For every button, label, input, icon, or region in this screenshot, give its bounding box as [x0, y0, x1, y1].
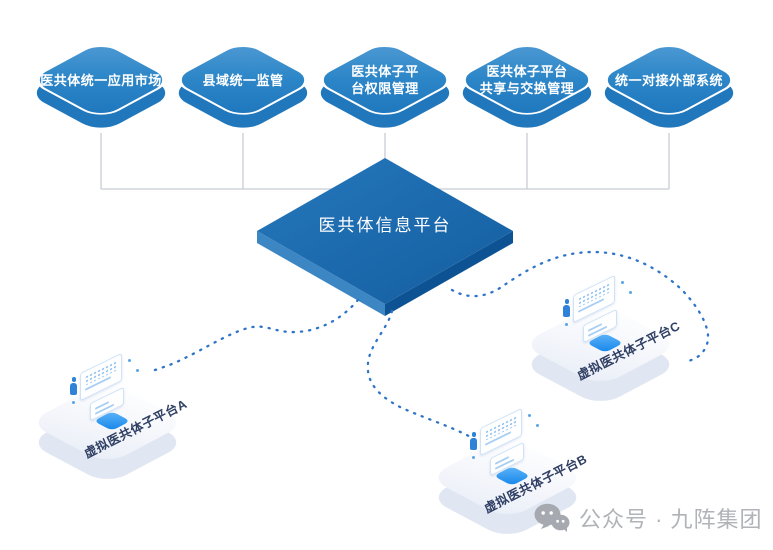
node-label: 医共体子平 台权限管理 [310, 27, 460, 133]
sub-platform-b: 虚拟医共体子平台B [427, 398, 589, 550]
node-subplatform-exchange: 医共体子平台 共享与交换管理 [452, 27, 602, 134]
watermark: 公众号 · 九阵集团 [534, 502, 763, 534]
node-label-line: 台权限管理 [351, 81, 419, 96]
person-icon [563, 299, 570, 317]
sparkle-dot [621, 281, 624, 284]
node-label: 医共体统一应用市场 [26, 27, 176, 133]
dotted-link-c [450, 250, 710, 364]
wechat-icon [534, 503, 570, 532]
dashboard-decoration [559, 274, 649, 351]
sparkle-dot [472, 456, 475, 459]
sparkle-dot [128, 359, 131, 362]
node-label: 统一对接外部系统 [594, 27, 744, 133]
dashboard-decoration [466, 407, 556, 484]
node-app-market: 医共体统一应用市场 [26, 27, 176, 134]
node-label-line: 医共体统一应用市场 [40, 72, 162, 88]
watermark-text: 公众号 · 九阵集团 [579, 507, 763, 532]
sparkle-dot [136, 369, 139, 372]
node-label: 县域统一监管 [168, 27, 318, 133]
node-external-systems: 统一对接外部系统 [594, 27, 744, 134]
platform-left-side [257, 231, 385, 316]
dashboard-decoration [66, 352, 156, 429]
sparkle-dot [72, 401, 75, 404]
platform-right-side [385, 231, 513, 316]
node-label-line: 医共体子平台 [486, 64, 568, 79]
platform-title: 医共体信息平台 [318, 216, 452, 235]
sparkle-dot [528, 414, 531, 417]
platform-top-face [257, 158, 513, 304]
node-label-line: 统一对接外部系统 [614, 72, 723, 88]
sparkle-dot [536, 424, 539, 427]
sparkle-dot [565, 323, 568, 326]
node-label-line: 县域统一监管 [202, 72, 284, 88]
sub-platform-c: 虚拟医共体子平台C [520, 265, 682, 425]
node-label-line: 医共体子平 [351, 64, 419, 79]
node-county-supervision: 县域统一监管 [168, 27, 318, 134]
person-icon [70, 377, 77, 395]
dotted-link-b [366, 309, 478, 442]
dotted-link-a [150, 298, 360, 373]
person-icon [470, 432, 477, 450]
sparkle-dot [629, 291, 632, 294]
sub-platform-a: 虚拟医共体子平台A [27, 343, 189, 503]
node-label: 医共体子平台 共享与交换管理 [452, 27, 602, 133]
node-label-line: 共享与交换管理 [479, 81, 575, 96]
node-subplatform-permission: 医共体子平 台权限管理 [310, 27, 460, 134]
